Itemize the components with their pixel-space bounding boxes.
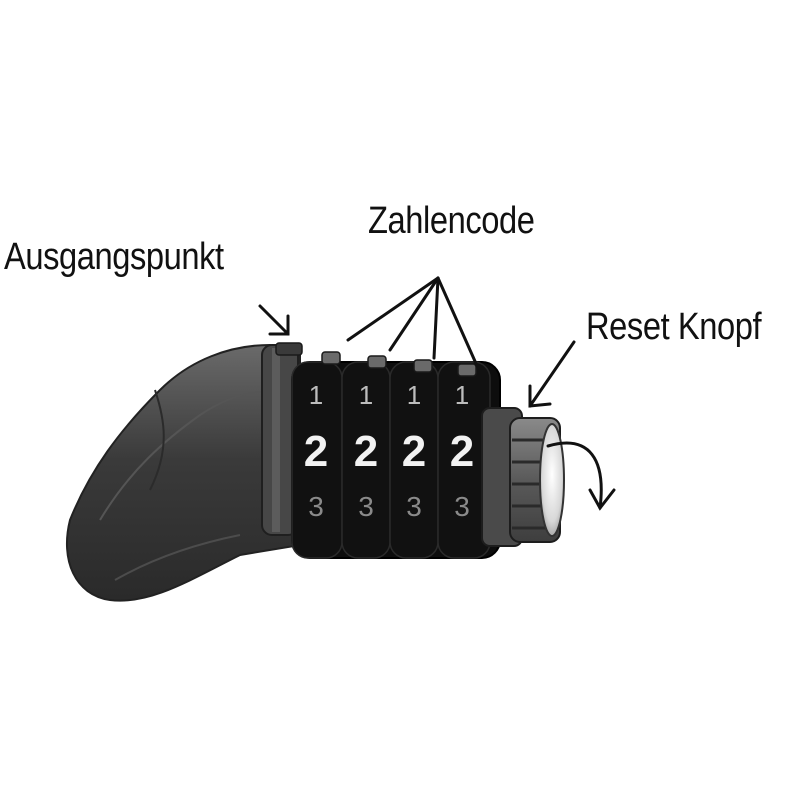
dial-4[interactable]: 1 2 3 xyxy=(437,361,491,559)
dial-1[interactable]: 1 2 3 xyxy=(291,361,343,559)
reset-arrow xyxy=(528,340,576,408)
dial-2-middle-digit: 2 xyxy=(354,427,378,476)
lock-grip xyxy=(65,343,301,602)
start-point-arrow xyxy=(258,304,290,336)
dial-2[interactable]: 1 2 3 xyxy=(341,361,391,559)
dial-3[interactable]: 1 2 3 xyxy=(389,361,439,559)
dial-4-middle-digit: 2 xyxy=(450,427,474,476)
dial-1-middle-digit: 2 xyxy=(304,427,328,476)
reset-knob[interactable] xyxy=(481,407,565,547)
dial-3-top-digit: 1 xyxy=(407,380,421,410)
code-label: Zahlencode xyxy=(368,200,535,242)
rotate-arrow xyxy=(546,441,616,511)
code-pointer-lines xyxy=(346,276,480,370)
dial-4-bottom-digit: 3 xyxy=(454,491,470,522)
dial-3-middle-digit: 2 xyxy=(402,427,426,476)
dial-2-top-digit: 1 xyxy=(359,380,373,410)
code-dials: 1 2 3 1 2 3 1 2 3 1 2 3 xyxy=(291,361,491,559)
dial-1-bottom-digit: 3 xyxy=(308,491,324,522)
dial-3-bottom-digit: 3 xyxy=(406,491,422,522)
dial-top-markers xyxy=(275,342,477,377)
dial-1-top-digit: 1 xyxy=(309,380,323,410)
dial-4-top-digit: 1 xyxy=(455,380,469,410)
start-point-label: Ausgangspunkt xyxy=(4,236,224,278)
reset-label: Reset Knopf xyxy=(586,306,762,348)
dial-2-bottom-digit: 3 xyxy=(358,491,374,522)
annotation-arrows xyxy=(258,276,616,511)
